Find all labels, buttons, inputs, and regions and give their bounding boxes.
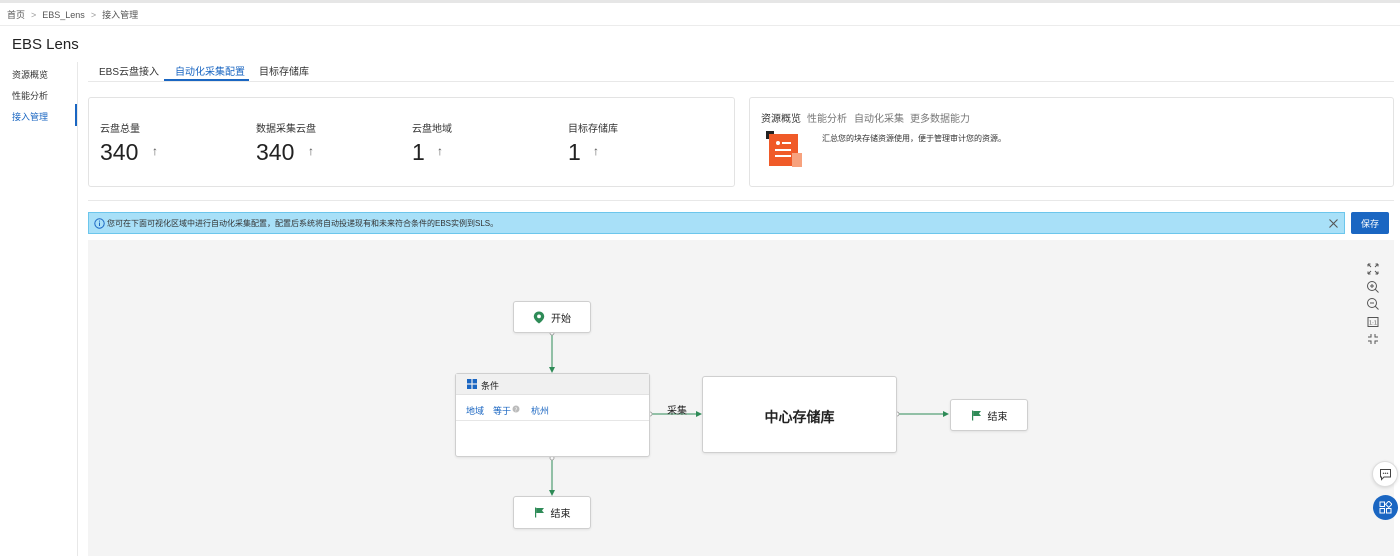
arrow-up-icon[interactable]: ↑: [152, 144, 158, 158]
tab-bar: [88, 62, 1394, 82]
apps-grid-icon: [1379, 501, 1392, 514]
tab-target-storage[interactable]: 目标存储库: [259, 67, 309, 78]
zoom-in-icon[interactable]: [1366, 280, 1380, 294]
stat-value-total-disks: 340: [100, 139, 139, 165]
edge-label-collect: 采集: [667, 406, 687, 417]
info-description: 汇总您的块存储资源使用，便于管理审计您的资源。: [822, 134, 1006, 143]
end-node-right-label: 结束: [987, 411, 1008, 423]
fullscreen-icon[interactable]: [1366, 262, 1380, 276]
apps-button[interactable]: [1373, 495, 1398, 520]
flag-icon: [971, 410, 981, 420]
stat-value-disk-regions: 1: [412, 139, 425, 165]
app-title: EBS Lens: [12, 36, 79, 53]
end-node-bottom-label: 结束: [550, 509, 571, 520]
sidebar: [0, 62, 78, 556]
tab-auto-collection[interactable]: 自动化采集配置: [175, 67, 245, 78]
arrow-up-icon[interactable]: ↑: [308, 144, 314, 158]
info-tab-performance[interactable]: 性能分析: [807, 114, 847, 125]
stats-card: [88, 97, 735, 187]
info-card: [749, 97, 1394, 187]
top-border: [0, 0, 1400, 3]
condition-field[interactable]: 地域: [466, 406, 485, 416]
close-icon[interactable]: [1328, 218, 1339, 229]
chevron-right-icon: >: [31, 9, 37, 20]
end-node-right[interactable]: 结束: [950, 399, 1028, 431]
condition-header: [456, 374, 649, 395]
zoom-out-icon[interactable]: [1366, 297, 1380, 311]
flag-icon: [534, 507, 544, 518]
breadcrumb-home[interactable]: 首页: [7, 10, 26, 20]
condition-title: 条件: [481, 381, 500, 391]
sidebar-item-performance[interactable]: 性能分析: [12, 91, 49, 101]
breadcrumb-current: 接入管理: [102, 10, 139, 20]
svg-text:1:1: 1:1: [1369, 320, 1377, 326]
arrow-up-icon[interactable]: ↑: [593, 144, 599, 158]
stat-label-disk-regions: 云盘地域: [412, 124, 452, 135]
sidebar-item-access-management[interactable]: 接入管理: [12, 112, 49, 122]
tab-ebs-disk-access[interactable]: EBS云盘接入: [99, 67, 160, 78]
stat-label-target-storage: 目标存储库: [568, 124, 618, 135]
save-button[interactable]: 保存: [1351, 212, 1389, 234]
condition-value[interactable]: 杭州: [531, 406, 550, 416]
condition-operator[interactable]: 等于: [493, 406, 512, 416]
center-storage-node[interactable]: 中心存储库: [702, 376, 897, 453]
chevron-right-icon: >: [90, 9, 97, 20]
svg-text:?: ?: [515, 407, 518, 413]
info-tab-auto-collection[interactable]: 自动化采集: [854, 114, 904, 125]
tab-active-underline: [164, 79, 249, 81]
fit-view-icon[interactable]: [1366, 332, 1380, 346]
arrow-up-icon[interactable]: ↑: [437, 144, 443, 158]
center-storage-label: 中心存储库: [764, 409, 835, 425]
condition-divider: [456, 420, 649, 421]
condition-node[interactable]: 条件 地域 等于 ? 杭州: [455, 373, 650, 457]
chat-icon: [1380, 469, 1391, 481]
info-alert: 您可在下面可视化区域中进行自动化采集配置，配置后系统将自动投递现有和未来符合条件…: [88, 212, 1345, 234]
breadcrumb-ebs-lens[interactable]: EBS_Lens: [42, 9, 85, 20]
feedback-button[interactable]: [1372, 461, 1398, 487]
stat-value-collected-disks: 340: [256, 139, 295, 165]
start-node[interactable]: 开始: [513, 301, 591, 333]
info-icon: [94, 218, 105, 229]
breadcrumb-divider: [0, 25, 1400, 26]
help-icon[interactable]: ?: [512, 405, 520, 413]
start-node-label: 开始: [551, 313, 571, 325]
alert-text: 您可在下面可视化区域中进行自动化采集配置，配置后系统将自动投递现有和未来符合条件…: [107, 219, 499, 228]
section-divider: [88, 200, 1394, 201]
stat-label-total-disks: 云盘总量: [100, 124, 140, 135]
grid-icon: [467, 379, 477, 389]
stat-label-collected-disks: 数据采集云盘: [256, 124, 316, 135]
stat-value-target-storage: 1: [568, 139, 581, 165]
actual-size-icon[interactable]: 1:1: [1366, 315, 1380, 329]
info-tab-resource-overview[interactable]: 资源概览: [761, 114, 801, 125]
document-illustration-icon: [766, 131, 802, 167]
info-tab-more-data[interactable]: 更多数据能力: [910, 114, 970, 125]
sidebar-active-indicator: [75, 104, 77, 126]
sidebar-item-resource-overview[interactable]: 资源概览: [12, 70, 49, 80]
breadcrumb: 首页 > EBS_Lens > 接入管理: [7, 8, 138, 21]
end-node-bottom[interactable]: 结束: [513, 496, 591, 529]
location-pin-icon: [533, 311, 545, 323]
